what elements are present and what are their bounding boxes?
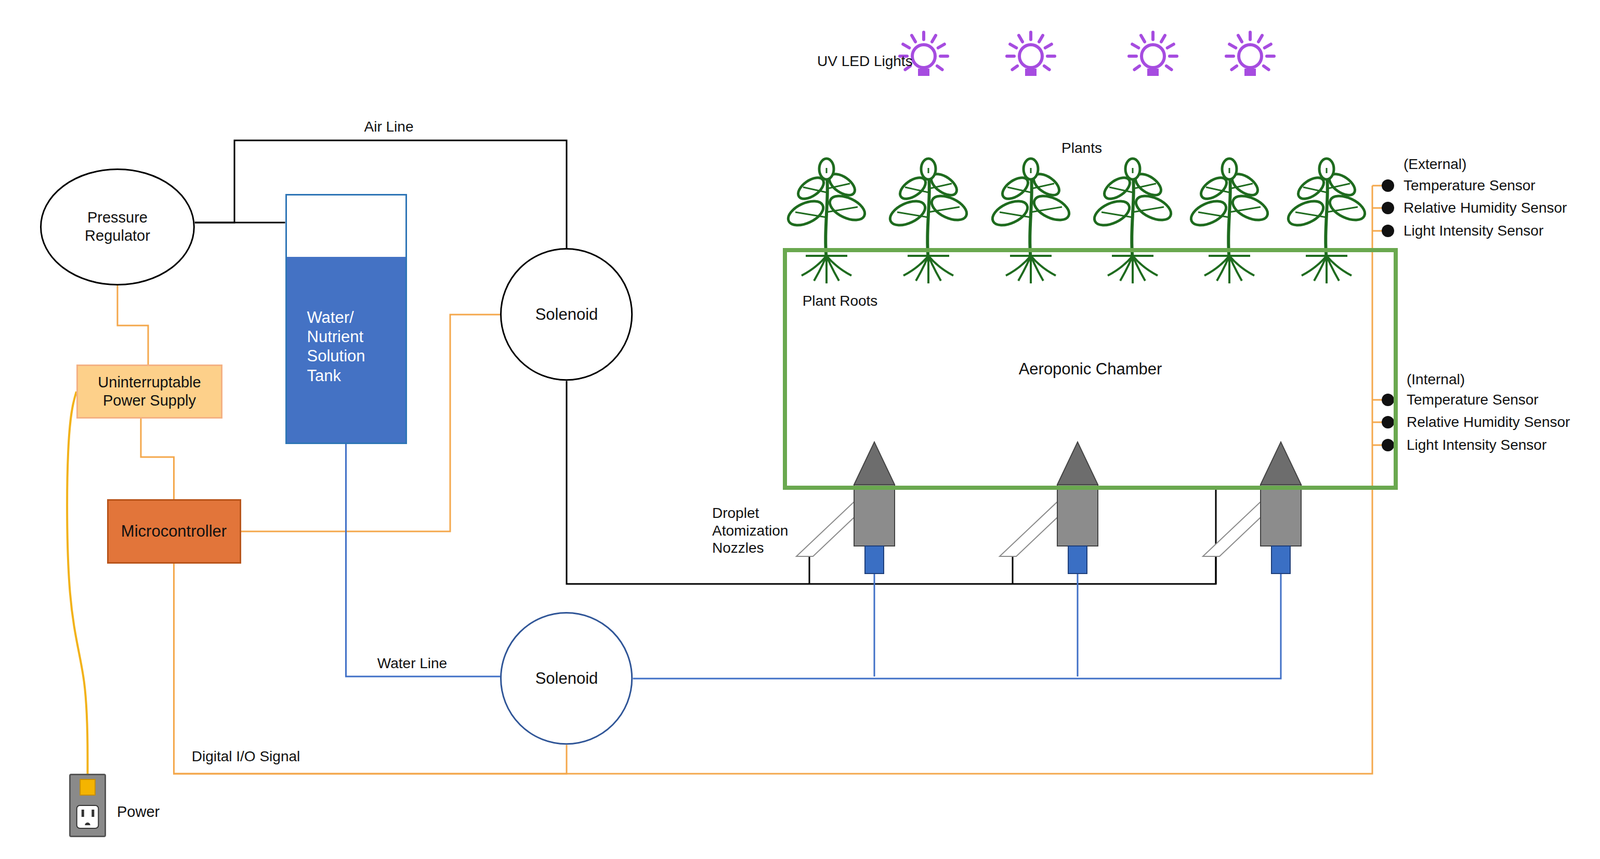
node-text: Water/ Nutrient Solution Tank [307, 307, 399, 386]
uv-bulb [1006, 32, 1055, 76]
solenoid-circle: Solenoid [500, 611, 633, 745]
connector-line [174, 489, 1373, 774]
tank-box: Water/ Nutrient Solution Tank [285, 193, 408, 444]
nozzle-figure [796, 441, 895, 574]
connector-line [67, 391, 88, 774]
node-text: Power [116, 802, 160, 821]
uv-led-lights [899, 32, 1275, 76]
sensor-dot [1381, 415, 1395, 429]
uv-bulb [899, 32, 948, 76]
connector-line [346, 443, 501, 677]
connector-line [117, 285, 149, 365]
sensor-dot [1381, 201, 1395, 215]
nozzle-figure [999, 441, 1098, 574]
plant-figure [1090, 158, 1175, 284]
plant-figure [1284, 158, 1369, 284]
uv-bulb [1129, 32, 1177, 76]
regulator-ellipse: Pressure Regulator [40, 168, 195, 286]
plants [784, 158, 1369, 284]
part-label: Droplet Atomization Nozzles [712, 504, 809, 557]
node-text: Solenoid [525, 668, 609, 688]
sensor-label: (External) [1403, 155, 1467, 174]
outlet-icon [70, 775, 105, 836]
node-text: Aeroponic Chamber [986, 359, 1195, 379]
sensor-dot [1381, 224, 1395, 238]
sensor-label: Light Intensity Sensor [1406, 436, 1547, 454]
part-label: Plant Roots [802, 292, 878, 310]
node-text: Pressure Regulator [68, 208, 167, 245]
connector-line [566, 381, 1216, 584]
chamber-box: Aeroponic Chamber [782, 247, 1398, 490]
plant-figure [886, 158, 970, 284]
part-label: Plants [1061, 139, 1103, 157]
node-text: Uninterruptable Power Supply [84, 373, 215, 410]
line-label: Water Line [377, 654, 448, 673]
plant-figure [1187, 158, 1271, 284]
nozzle-figure [1202, 441, 1302, 574]
atomization-nozzles [796, 441, 1302, 574]
solenoid-circle: Solenoid [500, 247, 633, 381]
line-label: Digital I/O Signal [191, 747, 301, 766]
plant-figure [784, 158, 869, 284]
ups-box: Uninterruptable Power Supply [76, 364, 223, 419]
line-label: Air Line [364, 117, 414, 136]
plant-figure [988, 158, 1073, 284]
sensor-dot [1381, 179, 1395, 192]
ellipse-outline [40, 168, 195, 286]
part-label: UV LED Lights [817, 52, 913, 71]
sensor-dot [1381, 393, 1395, 406]
node-text: Microcontroller [114, 521, 234, 541]
sensor-label: (Internal) [1406, 370, 1465, 389]
sensor-label: Temperature Sensor [1403, 176, 1536, 195]
sensor-wiring [1372, 179, 1395, 490]
sensor-dot [1381, 438, 1395, 452]
power-outlet: Power [69, 773, 107, 837]
node-text: Solenoid [525, 304, 609, 324]
sensor-label: Temperature Sensor [1406, 390, 1539, 409]
sensor-label: Relative Humidity Sensor [1403, 199, 1567, 217]
sensor-label: Relative Humidity Sensor [1406, 413, 1570, 431]
sensor-label: Light Intensity Sensor [1403, 221, 1544, 240]
connector-line [140, 418, 175, 500]
uv-bulb [1226, 32, 1275, 76]
microcontroller-box: Microcontroller [107, 499, 242, 564]
